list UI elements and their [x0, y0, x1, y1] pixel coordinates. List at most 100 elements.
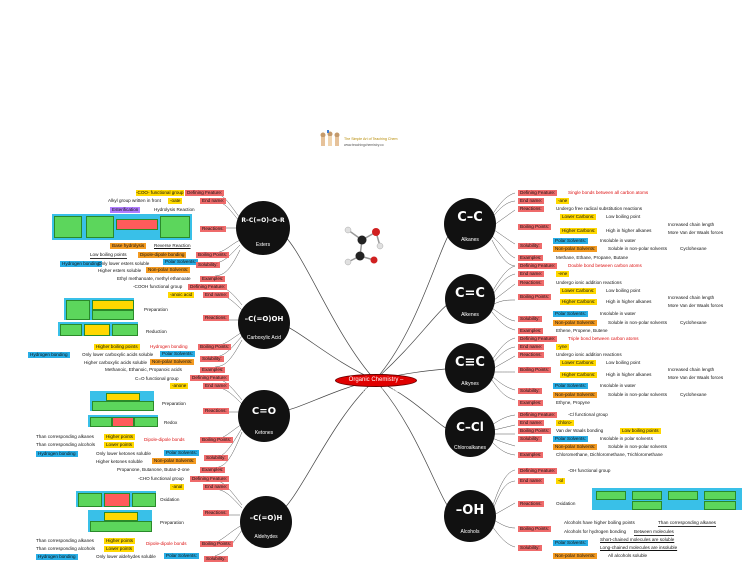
- carboxylic-prep-box-1: [66, 300, 90, 320]
- alcohols-sol-c: All alcohols soluble: [608, 553, 648, 558]
- carboxylic-feature-text: -COOH functional group: [133, 284, 183, 289]
- alkanes-reactions-label: Reactions:: [518, 206, 544, 212]
- alcohols-scheme-box-2: [632, 491, 662, 500]
- carboxylic-red-box-2: [84, 324, 110, 336]
- esters-examples-text: Ethyl methanoate, methyl ethanoate: [117, 276, 191, 281]
- alkenes-nonpolar-label: Non-polar Solvents:: [553, 320, 598, 326]
- alkanes-bp-label: Boiling Points:: [518, 224, 552, 230]
- alcohols-scheme-box-4: [704, 491, 736, 500]
- carboxylic-sol-b: Higher carboxylic acids soluble: [84, 360, 148, 365]
- alcohols-nonpolar-label: Non-polar Solvents:: [553, 553, 598, 559]
- carboxylic-reduction-scheme: [58, 322, 138, 336]
- alkenes-end-label: End name:: [518, 271, 545, 277]
- aldehydes-ox-box-1: [78, 493, 102, 507]
- alkenes-increased-chain: Increased chain length: [668, 295, 715, 300]
- esters-scheme-box-3: [116, 219, 158, 230]
- node-alkanes-symbol: C–C: [457, 210, 483, 225]
- alkanes-examples-label: Examples:: [518, 255, 544, 261]
- alkanes-nonpolar-label: Non-polar Solvents:: [553, 246, 598, 252]
- ketones-sol-b: Higher ketones soluble: [96, 459, 143, 464]
- carboxylic-hbond: Hydrogen bonding: [28, 352, 70, 358]
- logo-url: www.teachingchemistry.co: [344, 143, 384, 147]
- node-alkynes-symbol: C≡C: [455, 355, 485, 370]
- ketones-end-label: End name:: [203, 383, 230, 389]
- alkynes-bp-label: Boiling Points:: [518, 367, 552, 373]
- aldehydes-bp-a: Than corresponding alkanes: [36, 538, 94, 543]
- node-chloroalkanes[interactable]: C–Cl Chloroalkanes: [445, 407, 495, 457]
- alkynes-examples-label: Examples:: [518, 400, 544, 406]
- esters-feature-text: -COO- functional group: [136, 190, 184, 196]
- alkenes-reactions-text: Undergo ionic addition reactions: [556, 280, 622, 285]
- node-alcohols-label: Alcohols: [460, 529, 480, 535]
- alkynes-feature-label: Defining Feature:: [518, 336, 558, 342]
- node-alkenes[interactable]: C=C Alkenes: [445, 274, 495, 324]
- alcohols-bp-a: Alcohols have higher boiling points: [564, 520, 635, 525]
- esters-soluble: Only lower esters soluble: [98, 261, 150, 266]
- carboxylic-red-box-3: [112, 324, 138, 336]
- carboxylic-bp-a: Higher boiling points: [94, 344, 140, 350]
- alkanes-end-value: -ane: [556, 198, 570, 204]
- carboxylic-prep: Preparation: [144, 307, 168, 312]
- molecule-model-image: [344, 226, 384, 266]
- alcohols-polar-label: Polar Solvents:: [553, 540, 588, 546]
- carboxylic-sol-label: Solubility:: [200, 356, 224, 362]
- node-esters[interactable]: R–C(=O)–O–R Esters: [236, 201, 290, 255]
- node-carboxylic-acid[interactable]: –C(=O)OH Carboxylic Acid: [238, 297, 290, 349]
- node-chloroalkanes-label: Chloroalkanes: [454, 445, 486, 451]
- alcohols-oxidation: Oxidation: [556, 501, 576, 506]
- alkynes-feature-text: Triple bond between carbon atoms: [568, 336, 639, 341]
- alcohols-scheme-box-1: [596, 491, 626, 500]
- node-alcohols[interactable]: –OH Alcohols: [444, 490, 496, 542]
- esters-scheme-box-1: [54, 216, 82, 238]
- alkynes-higher-carbons: Higher Carbons:: [560, 372, 598, 378]
- node-ketones-label: Ketones: [254, 430, 274, 436]
- carboxylic-prep-box-2: [92, 300, 134, 310]
- alcohols-feature-label: Defining Feature:: [518, 468, 558, 474]
- alcohols-scheme-box-3: [668, 491, 698, 500]
- ketones-bp-c: Higher points: [104, 434, 136, 440]
- alkynes-increased-chain: Increased chain length: [668, 367, 715, 372]
- chloro-examples-label: Examples:: [518, 452, 544, 458]
- alcohols-bp-b: Than corresponding alkanes: [658, 520, 716, 527]
- ketones-bp-a: Than corresponding alkanes: [36, 434, 94, 439]
- esters-examples-label: Examples:: [200, 276, 226, 282]
- ketones-polar-label: Polar Solvents:: [164, 450, 199, 456]
- ketones-sol-a: Only lower ketones soluble: [96, 451, 151, 456]
- alcohols-reactions-label: Reactions:: [518, 501, 544, 507]
- alkenes-feature-text: Double bond between carbon atoms: [568, 263, 642, 268]
- esters-solubility-label: Solubility:: [196, 262, 220, 268]
- alkenes-end-value: -ene: [556, 271, 570, 277]
- alkynes-cyclohexane: Cyclohexane: [680, 392, 707, 397]
- aldehydes-polar-label: Polar Solvents:: [164, 553, 199, 559]
- aldehydes-hbond: Hydrogen bonding: [36, 554, 78, 560]
- ketones-redox-box-1: [90, 417, 112, 427]
- alkanes-feature-text: Single bonds between all carbon atoms: [568, 190, 649, 195]
- node-esters-symbol: R–C(=O)–O–R: [241, 217, 285, 224]
- chloro-sol-label: Solubility:: [518, 436, 542, 442]
- esters-polar-label: Polar Solvents:: [163, 259, 198, 265]
- alcohols-sol-b: Long-chained molecules are insoluble: [600, 545, 678, 550]
- node-alkynes[interactable]: C≡C Alkynes: [445, 343, 495, 393]
- ketones-redox: Redox: [164, 420, 178, 425]
- node-ketones[interactable]: C=O Ketones: [238, 390, 290, 442]
- esters-hbond: Hydrogen bonding: [60, 261, 102, 267]
- aldehydes-bp-label: Boiling Points:: [200, 541, 234, 547]
- ketones-hbond: Hydrogen bonding: [36, 451, 78, 457]
- alkynes-end-label: End name:: [518, 344, 545, 350]
- alkanes-low-bp: Low boiling point: [606, 214, 641, 219]
- alkanes-feature-label: Defining Feature:: [518, 190, 558, 196]
- node-alkynes-label: Alkynes: [461, 381, 479, 387]
- aldehydes-dipole: Dipole-dipole bonds: [146, 541, 187, 546]
- node-aldehydes[interactable]: –C(=O)H Aldehydes: [240, 496, 292, 548]
- alkenes-polar-label: Polar Solvents:: [553, 311, 588, 317]
- central-topic[interactable]: Organic Chemistry – Homologous Series: [335, 374, 417, 394]
- node-alkanes[interactable]: C–C Alkanes: [444, 198, 496, 250]
- node-chloroalkanes-symbol: C–Cl: [456, 420, 484, 434]
- aldehydes-prep-box-2: [90, 521, 152, 532]
- alkenes-solubility-label: Solubility:: [518, 316, 542, 322]
- esters-reactions-label: Reactions:: [200, 226, 226, 232]
- ketones-prep-box-2: [92, 401, 154, 411]
- alkanes-reactions-text: Undergo free radical substitution reacti…: [556, 206, 643, 211]
- alkanes-increased-chain: Increased chain length: [668, 222, 715, 227]
